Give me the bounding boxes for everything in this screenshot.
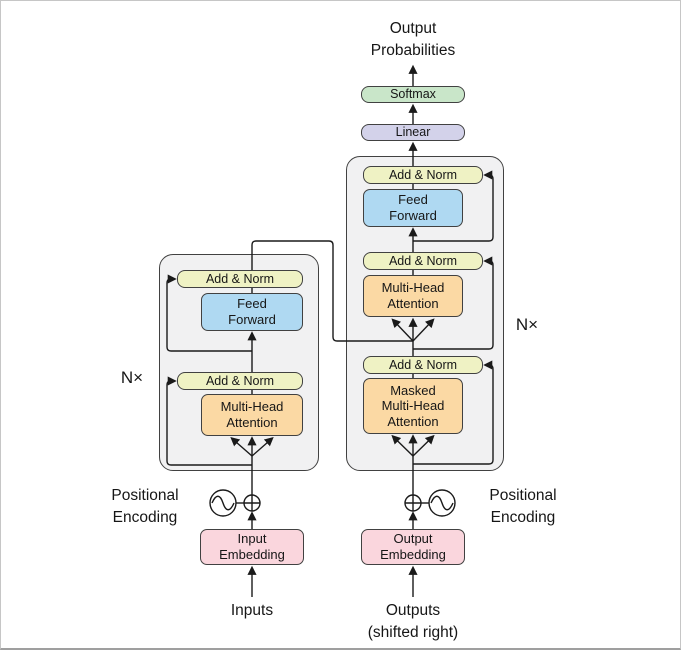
decoder-add-norm-upper-label: Add & Norm [388,167,458,182]
add-icon-right [404,494,422,512]
decoder-feed-forward-residual [413,170,494,242]
decoder-add-norm-lower-label: Add & Norm [388,357,458,372]
softmax-label: Softmax [390,87,436,101]
cross-attention-input-fan [391,317,435,342]
decoder-input-spine-and-fan [391,434,435,495]
encoder-add-norm-upper: Add & Norm [177,270,303,288]
encoder-feed-forward-label: Feed Forward [228,296,276,327]
softmax-box: Softmax [361,86,465,103]
decoder-cross-attention-residual [413,256,494,350]
decoder-masked-multi-head-attention-label: Masked Multi-Head Attention [381,382,445,429]
decoder-add-norm-upper: Add & Norm [363,166,483,184]
output-probabilities-label: Output Probabilities [343,18,483,61]
output-probabilities-line2: Probabilities [370,41,456,59]
decoder-add-norm-middle: Add & Norm [363,252,483,270]
positional-encoding-icon-right [421,489,456,517]
linear-label: Linear [395,125,431,139]
encoder-multi-head-attention: Multi-Head Attention [201,394,303,436]
encoder-feed-forward: Feed Forward [201,293,303,331]
encoder-input-spine-and-fan [230,436,274,495]
decoder-feed-forward-label: Feed Forward [389,192,437,223]
decoder-masked-multi-head-attention: Masked Multi-Head Attention [363,378,463,434]
encoder-output-path [251,240,413,342]
output-embedding-box: Output Embedding [361,529,465,565]
outputs-label: Outputs (shifted right) [367,602,459,641]
positional-encoding-label-left: Positional Encoding [111,487,179,526]
decoder-multi-head-attention-label: Multi-Head Attention [381,280,445,311]
inputs-label: Inputs [230,602,274,619]
decoder-masked-attention-residual [413,360,494,465]
positional-encoding-icon-left [209,489,244,517]
input-embedding-box: Input Embedding [200,529,304,565]
decoder-add-norm-middle-label: Add & Norm [388,253,458,268]
decoder-feed-forward: Feed Forward [363,189,463,227]
linear-box: Linear [361,124,465,141]
add-icon-left [243,494,261,512]
decoder-multi-head-attention: Multi-Head Attention [363,275,463,317]
decoder-add-norm-lower: Add & Norm [363,356,483,374]
output-probabilities-line1: Output [389,20,437,37]
encoder-add-norm-lower: Add & Norm [177,372,303,390]
n-times-label-decoder: N× [515,315,539,334]
input-embedding-label: Input Embedding [219,531,285,562]
positional-encoding-label-right: Positional Encoding [489,487,557,526]
n-times-label-encoder: N× [120,368,144,387]
encoder-add-norm-lower-label: Add & Norm [205,373,275,388]
encoder-add-norm-upper-label: Add & Norm [205,271,275,286]
output-embedding-label: Output Embedding [380,531,446,562]
encoder-feed-forward-residual [166,274,252,352]
encoder-self-attention-residual [166,376,252,466]
encoder-multi-head-attention-label: Multi-Head Attention [220,399,284,430]
